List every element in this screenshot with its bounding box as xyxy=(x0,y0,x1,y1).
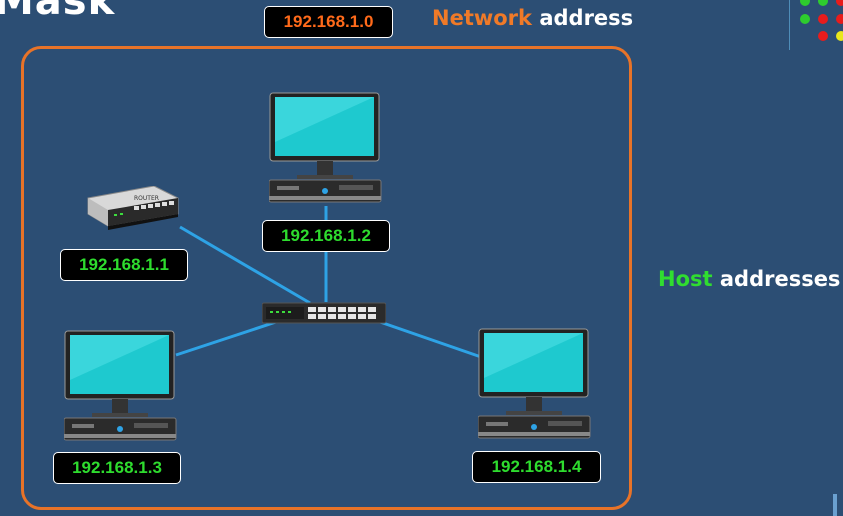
divider-line xyxy=(789,0,790,50)
link-pcleft-switch xyxy=(175,318,283,357)
ip-pc-right: 192.168.1.4 xyxy=(472,451,601,483)
computer-icon xyxy=(269,92,382,203)
host-addresses-label: Host addresses xyxy=(658,267,840,291)
link-router-switch xyxy=(179,225,311,305)
addresses-word: addresses xyxy=(719,267,841,291)
address-word: address xyxy=(539,6,634,30)
computer-icon xyxy=(478,328,591,439)
switch-icon xyxy=(262,302,386,324)
router-brand: ROUTER xyxy=(134,195,159,202)
network-address-label: Network address xyxy=(432,6,633,30)
network-word: Network xyxy=(432,6,533,30)
computer-icon xyxy=(64,330,177,441)
slide-title-partial: Mask xyxy=(0,0,116,24)
host-word: Host xyxy=(658,267,713,291)
router-icon: ROUTER xyxy=(87,186,179,230)
ip-pc-top: 192.168.1.2 xyxy=(262,220,390,252)
network-frame xyxy=(21,46,632,510)
network-ip-box: 192.168.1.0 xyxy=(264,6,393,38)
antenna-icon xyxy=(833,494,837,516)
ip-pc-left: 192.168.1.3 xyxy=(53,452,181,484)
status-dots xyxy=(798,0,843,46)
link-pcright-switch xyxy=(379,320,485,360)
ip-router: 192.168.1.1 xyxy=(60,249,188,281)
